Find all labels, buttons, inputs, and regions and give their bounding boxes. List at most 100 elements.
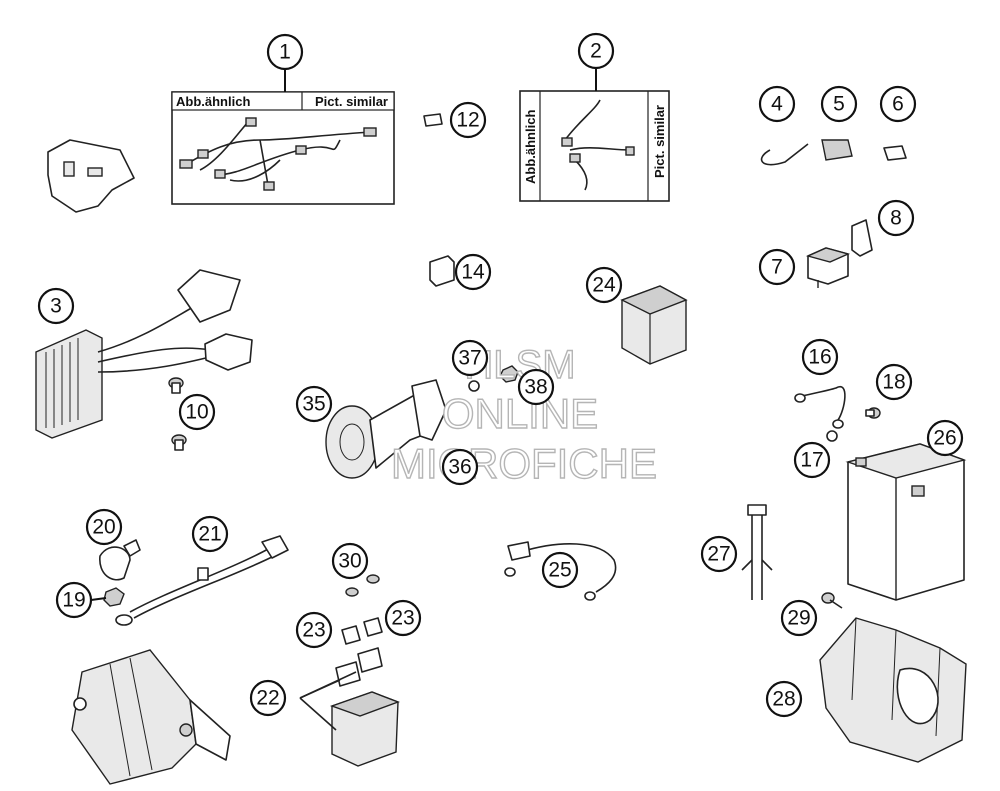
callout-20: 20 [85,508,123,546]
small-relay [429,255,455,287]
svg-text:37: 37 [458,347,481,370]
svg-text:38: 38 [524,376,547,399]
svg-text:1: 1 [279,41,291,64]
callout-18: 18 [875,363,913,401]
callout-2: 2 [577,32,615,91]
svg-text:27: 27 [707,543,730,566]
voltage-regulator [35,269,253,439]
callout-28: 28 [765,680,803,718]
control-unit [620,285,688,365]
svg-text:16: 16 [808,346,831,369]
screw-30b [366,574,380,584]
callout-14: 14 [454,253,492,291]
callout-4: 4 [758,85,796,123]
box2-label-left: Abb.ähnlich [523,110,538,184]
svg-text:4: 4 [771,93,783,116]
callout-16: 16 [801,338,839,376]
callout-38: 38 [517,368,555,406]
callout-6: 6 [879,85,917,123]
ground-cable-25 [504,541,617,601]
nut-37 [468,380,480,392]
callout-8: 8 [877,199,915,237]
horn [325,379,447,479]
svg-text:5: 5 [833,93,845,116]
relay [805,247,851,288]
callout-7: 7 [758,248,796,286]
svg-text:25: 25 [548,559,571,582]
svg-text:24: 24 [592,274,616,297]
callout-12: 12 [449,101,487,139]
bracket-plate [851,219,873,257]
callout-23b: 23 [384,599,422,637]
fuse-23b [363,617,383,637]
battery-holder [819,617,967,763]
callout-21: 21 [191,515,229,553]
box1-label-left: Abb.ähnlich [176,94,250,109]
callout-27: 27 [700,535,738,573]
svg-text:23: 23 [391,607,414,630]
svg-text:19: 19 [62,589,85,612]
screw-29 [821,592,843,609]
svg-text:21: 21 [198,523,221,546]
svg-text:35: 35 [302,393,325,416]
starter-cable [115,535,289,626]
callout-5: 5 [820,85,858,123]
callout-26: 26 [926,419,964,457]
cable-clip [821,139,853,161]
box2-label-right: Pict. similar [652,105,667,178]
callout-10: 10 [178,393,216,431]
svg-text:3: 3 [50,295,62,318]
callout-22: 22 [249,679,287,717]
bracket-slot [87,167,103,177]
sub-harness-box: Abb.ähnlich Pict. similar [519,90,670,202]
svg-text:8: 8 [890,207,902,230]
battery-strap [741,504,773,600]
callout-23a: 23 [295,611,333,649]
svg-text:22: 22 [256,687,279,710]
callout-30: 30 [331,542,369,580]
screw-18 [865,407,881,419]
starter-motor [71,649,231,785]
svg-text:26: 26 [933,427,956,450]
nut-38 [499,365,519,383]
screw-10a [168,377,184,394]
watermark-line3: MICROFICHE [391,440,657,487]
box1-label-right: Pict. similar [315,94,388,109]
svg-text:6: 6 [892,93,904,116]
svg-text:23: 23 [302,619,325,642]
ground-cable [794,385,846,429]
screw-10b [171,434,187,451]
svg-text:30: 30 [338,550,361,573]
svg-text:29: 29 [787,607,810,630]
callout-25: 25 [541,551,579,589]
nut-19 [103,587,125,607]
watermark-line2: ONLINE [442,390,598,437]
svg-text:7: 7 [771,256,783,279]
callout-24: 24 [585,266,623,304]
terminal-cap [99,539,141,581]
svg-text:10: 10 [185,401,208,424]
callout-36: 36 [441,448,479,486]
battery [845,443,967,601]
svg-text:20: 20 [92,516,115,539]
fuse-23a [341,625,361,645]
screw-30a [345,587,359,597]
svg-text:12: 12 [456,109,479,132]
svg-text:2: 2 [590,40,602,63]
svg-text:14: 14 [461,261,485,284]
callout-3: 3 [37,287,75,325]
callout-35: 35 [295,385,333,423]
svg-text:28: 28 [772,688,795,711]
svg-text:17: 17 [800,449,823,472]
callout-19: 19 [55,581,107,619]
bulb [423,113,443,127]
washer-17 [826,430,838,442]
svg-text:36: 36 [448,456,471,479]
callout-1: 1 [266,33,304,92]
starter-relay [299,647,400,767]
cable-tie [760,143,809,166]
svg-text:18: 18 [882,371,905,394]
callout-29: 29 [780,599,818,637]
